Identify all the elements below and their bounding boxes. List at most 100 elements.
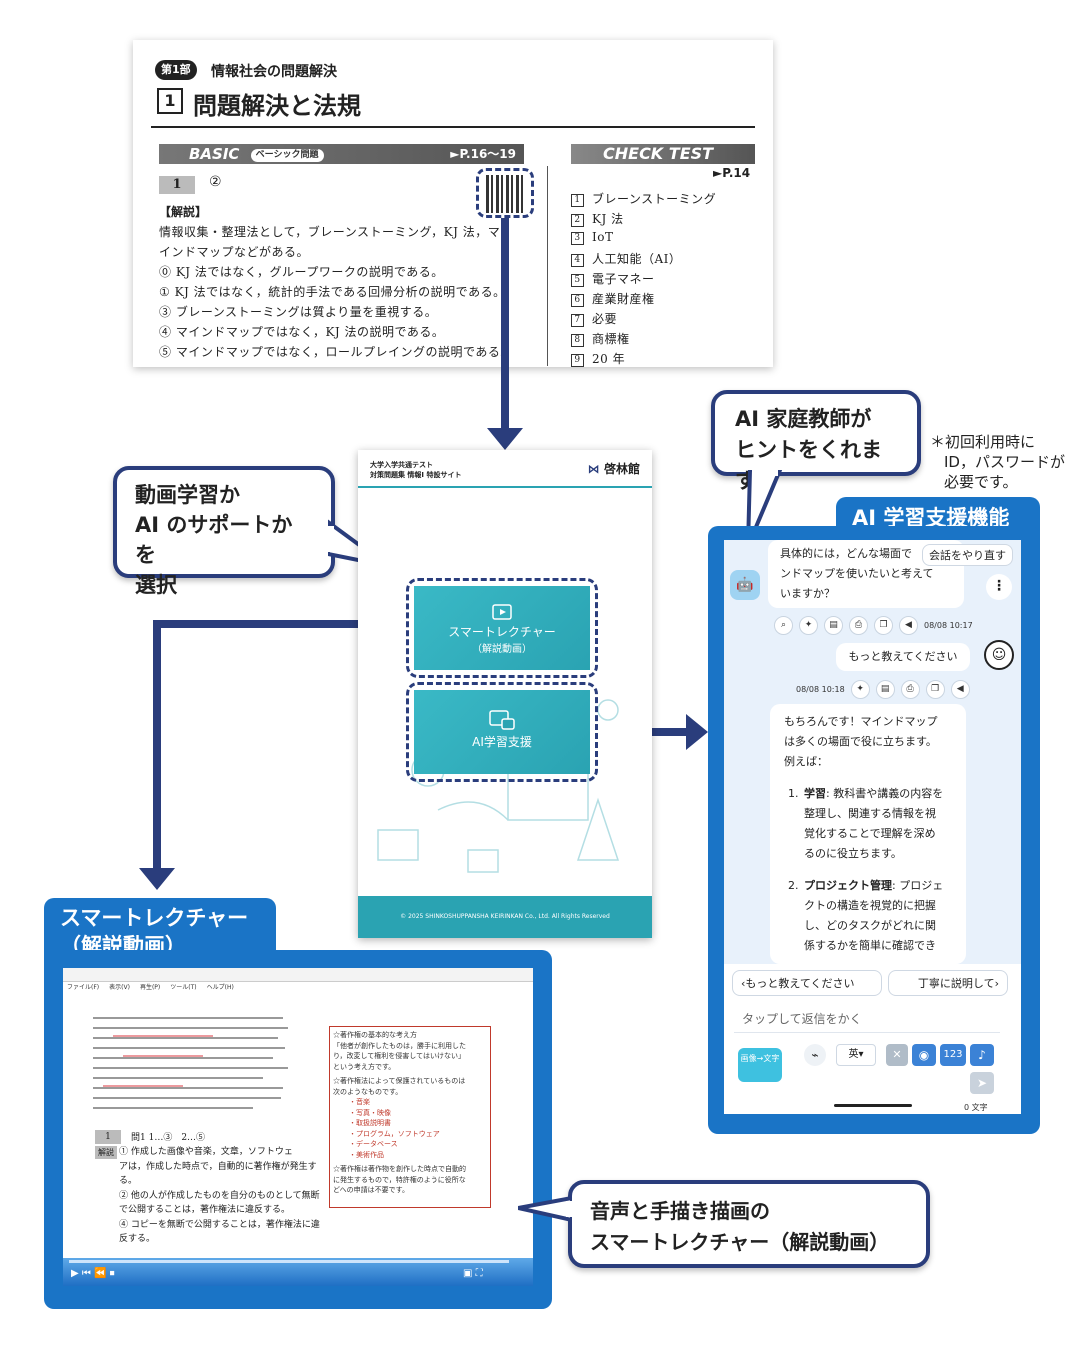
suggestion-chip[interactable]: 丁寧に説明して› — [888, 970, 1008, 996]
question-answer: ② — [209, 174, 222, 190]
suggestion-chip[interactable]: ‹もっと教えてください — [732, 970, 882, 996]
site-subtitle: 大学入学共通テスト 対策問題集 情報Ⅰ 特設サイト — [370, 461, 462, 479]
arrow-head-down-icon — [139, 868, 175, 890]
restart-conversation-button[interactable]: 会話をやり直す — [922, 544, 1013, 566]
ai-support-button[interactable]: AI学習支援 — [414, 690, 590, 774]
video-play-icon — [492, 604, 512, 620]
select-bubble: 動画学習か AI のサポートかを 選択 — [113, 466, 335, 597]
menu-item[interactable]: ファイル(F) — [67, 984, 100, 991]
speaker-icon[interactable]: ◀ — [950, 680, 970, 699]
check-page: ►P.14 — [713, 166, 751, 180]
play-icon[interactable]: ▶ ⏮ ⏪ ⏹ — [71, 1268, 115, 1279]
arrow-site-to-lecture-v — [153, 620, 161, 872]
qr-code-highlight[interactable] — [476, 168, 534, 218]
print-icon[interactable]: ⎙ — [900, 680, 920, 699]
ai-text-icon — [489, 710, 515, 730]
part-title: 情報社会の問題解決 — [211, 64, 337, 80]
speaker-icon[interactable]: ◀ — [899, 616, 918, 635]
smart-lecture-player: ファイル(F) 表示(V) 再生(P) ツール(T) ヘルプ(H) 1 問1 1… — [63, 968, 533, 1286]
lecture-q-line: 問1 1…③ 2…⑤ — [131, 1133, 206, 1143]
bot-answer: もちろんです！マインドマップ は多くの場面で役に立ちます。 例えば： 1. 学習… — [770, 704, 966, 964]
timestamp: 08/08 10:17 — [924, 621, 973, 630]
save-icon[interactable]: ▤ — [875, 680, 895, 699]
mute-icon[interactable]: ✕ — [886, 1044, 908, 1066]
arrow-head-right-icon — [686, 714, 708, 750]
bot-message: 具体的には，どんな場面で ンドマップを使いたいと考えて いますか？ — [768, 540, 964, 608]
textbook-page: 第1部 情報社会の問題解決 1 問題解決と法規 BASIC ベーシック問題 ►P… — [133, 40, 773, 367]
number-button[interactable]: 123 — [940, 1044, 966, 1066]
reply-input[interactable]: タップして返信をかく — [734, 1005, 1000, 1033]
arrow-site-to-lecture-h — [153, 620, 409, 628]
user-message-tools: 08/08 10:18 ✦ ▤ ⎙ ❐ ◀ — [796, 680, 970, 699]
question-number: 1 — [159, 176, 195, 194]
smart-lecture-button[interactable]: スマートレクチャー （解説動画） — [414, 586, 590, 670]
basic-label: BASIC — [189, 145, 240, 163]
menu-item[interactable]: ツール(T) — [170, 984, 197, 991]
menu-item[interactable]: 表示(V) — [109, 984, 130, 991]
explanation-line: ③ ブレーンストーミングは質より量を重視する。 — [159, 305, 438, 319]
chapter-title: 問題解決と法規 — [193, 91, 361, 120]
attach-icon[interactable]: ⌁ — [804, 1044, 826, 1066]
copy-icon[interactable]: ❐ — [925, 680, 945, 699]
explanation-line: 情報収集・整理法として，ブレーンストーミング，KJ 法，マ — [159, 225, 501, 239]
microphone-icon[interactable]: ♪ — [970, 1044, 994, 1066]
ai-tutor-bubble: AI 家庭教師が ヒントをくれます — [711, 390, 921, 493]
arrow-head-down-icon — [487, 428, 523, 450]
lecture-body: ① 作成した画像や音楽，文章，ソフトウェ アは，作成した時点で，自動的に著作権が… — [119, 1147, 320, 1244]
player-controls: ▶ ⏮ ⏪ ⏹ ▣ ⛶ — [63, 1258, 533, 1286]
site-logo: ⋈ 啓林館 — [587, 462, 640, 476]
arrow-qr-to-site — [501, 218, 509, 432]
language-select[interactable]: 英▾ — [836, 1044, 876, 1066]
char-count: 0 文字 — [964, 1103, 988, 1112]
lecture-kaisetsu: 解説 — [95, 1146, 117, 1159]
menu-item[interactable]: 再生(P) — [139, 984, 161, 991]
column-divider — [547, 166, 548, 366]
lecture-note-box: ☆著作権の基本的な考え方 「他者が創作したものは，勝手に利用した り，改変して権… — [329, 1026, 491, 1208]
check-label: CHECK TEST — [603, 144, 714, 163]
bubble-tail — [518, 1196, 572, 1222]
sparkle-icon[interactable]: ✦ — [799, 616, 818, 635]
chapter-number: 1 — [157, 88, 183, 114]
bot-message-tools: ⌕ ✦ ▤ ⎙ ❐ ◀ 08/08 10:17 — [774, 616, 973, 635]
user-avatar-icon: ☺ — [984, 640, 1014, 670]
special-site-screen: 大学入学共通テスト 対策問題集 情報Ⅰ 特設サイト ⋈ 啓林館 スマートレクチャ… — [358, 450, 652, 938]
check-test-header: CHECK TEST — [571, 144, 755, 164]
basic-sub: ベーシック問題 — [250, 149, 324, 162]
send-icon[interactable]: ➤ — [970, 1072, 994, 1094]
basic-pages: ►P.16〜19 — [450, 147, 516, 161]
fullscreen-icon[interactable]: ▣ ⛶ — [463, 1268, 483, 1279]
qr-code-icon[interactable] — [486, 175, 526, 213]
sparkle-icon[interactable]: ✦ — [850, 680, 870, 699]
small-text-lines — [93, 1017, 288, 1109]
copy-icon[interactable]: ❐ — [874, 616, 893, 635]
eye-icon[interactable]: ◉ — [912, 1044, 936, 1066]
image-to-text-button[interactable]: 画像→文字 — [738, 1048, 782, 1082]
explanation-line: ⑤ マインドマップではなく，ロールプレイングの説明である。 — [159, 345, 513, 359]
player-titlebar — [63, 968, 533, 982]
seek-bar[interactable] — [69, 1260, 509, 1263]
search-icon[interactable]: ⌕ — [774, 616, 793, 635]
question-text-blur — [93, 1012, 293, 1122]
part-badge: 第1部 — [155, 60, 197, 80]
more-options-icon[interactable]: ⋮ — [986, 574, 1012, 600]
save-icon[interactable]: ▤ — [824, 616, 843, 635]
home-indicator — [834, 1104, 912, 1107]
print-icon[interactable]: ⎙ — [849, 616, 868, 635]
ai-support-highlight: AI学習支援 — [406, 682, 598, 782]
bot-avatar-icon: 🤖 — [730, 570, 760, 600]
menu-item[interactable]: ヘルプ(H) — [206, 984, 234, 991]
title-divider — [151, 126, 755, 128]
smart-lecture-highlight: スマートレクチャー （解説動画） — [406, 578, 598, 678]
explanation-line: ⓪ KJ 法ではなく，グループワークの説明である。 — [159, 265, 444, 279]
explanation-line: ④ マインドマップではなく，KJ 法の説明である。 — [159, 325, 445, 339]
player-menubar: ファイル(F) 表示(V) 再生(P) ツール(T) ヘルプ(H) — [67, 982, 234, 991]
login-note: ＊初回利用時に ID，パスワードが 必要です。 — [930, 433, 1065, 491]
site-footer: © 2025 SHINKOSHUPPANSHA KEIRINKAN Co., L… — [358, 896, 652, 938]
